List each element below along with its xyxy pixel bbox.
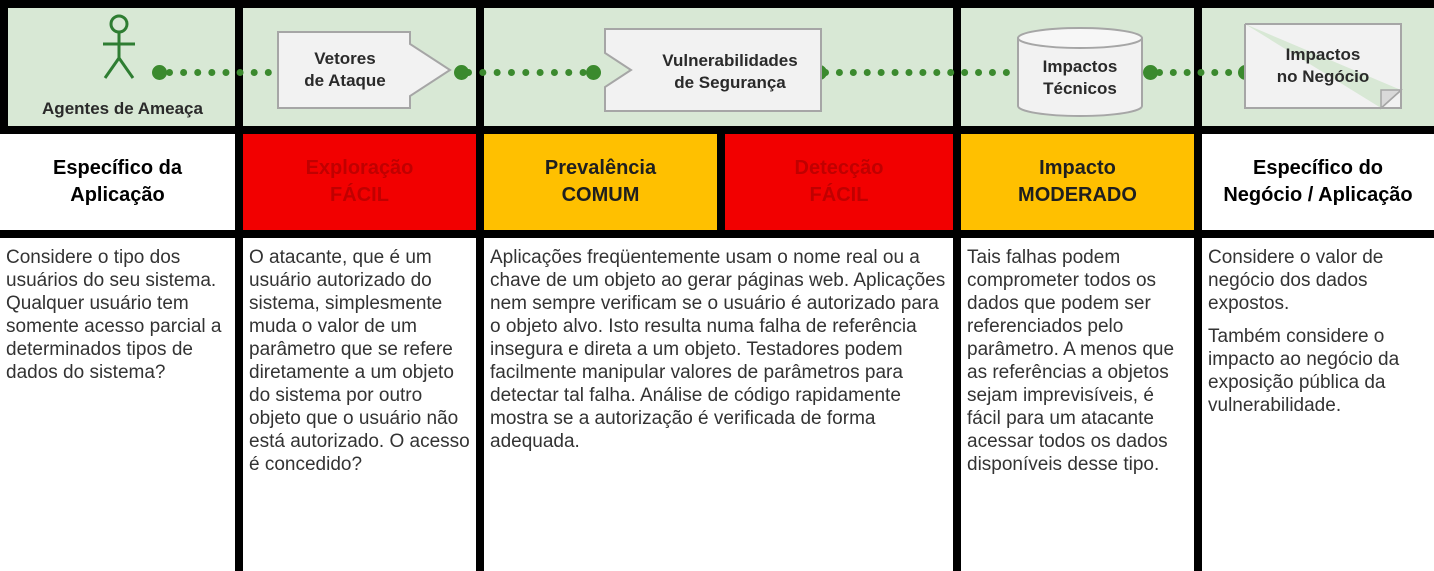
header-business-specific: Específico do Negócio / Aplicação <box>1202 134 1434 230</box>
business-label: Impactos no Negócio <box>1276 45 1370 86</box>
header-app-specific: Específico da Aplicação <box>0 134 235 230</box>
connector-dot <box>454 65 469 80</box>
document-icon <box>1244 23 1403 110</box>
connector-dot <box>1143 65 1158 80</box>
weakness-label: Vulnerabilidades de Segurança <box>662 51 798 92</box>
database-icon <box>1017 27 1143 117</box>
header-exploitability: Exploração FÁCIL <box>243 134 476 230</box>
person-icon <box>103 14 135 79</box>
description-weakness: Aplicações freqüentemente usam o nome re… <box>484 238 953 571</box>
connector-line <box>166 69 286 76</box>
connector-line <box>822 69 1010 76</box>
description-technical: Tais falhas podem comprometer todos os d… <box>961 238 1194 571</box>
agents-label: Agentes de Ameaça <box>42 99 203 118</box>
header-detectability: Detecção FÁCIL <box>725 134 953 230</box>
arrow-box-icon <box>277 31 452 109</box>
vectors-label: Vetores de Ataque <box>304 49 386 90</box>
header-prevalence: Prevalência COMUM <box>484 134 717 230</box>
flow-panel-agents <box>8 8 235 126</box>
description-business: Considere o valor de negócio dos dados e… <box>1202 238 1434 571</box>
description-vectors: O atacante, que é um usuário autorizado … <box>243 238 476 571</box>
technical-label: Impactos Técnicos <box>1042 57 1118 98</box>
connector-line <box>465 69 601 76</box>
header-impact: Impacto MODERADO <box>961 134 1194 230</box>
arrow-box-icon <box>604 28 822 112</box>
connector-dot <box>586 65 601 80</box>
description-agents: Considere o tipo dos usuários do seu sis… <box>0 238 235 571</box>
connector-dot <box>152 65 167 80</box>
connector-line <box>1156 69 1246 76</box>
